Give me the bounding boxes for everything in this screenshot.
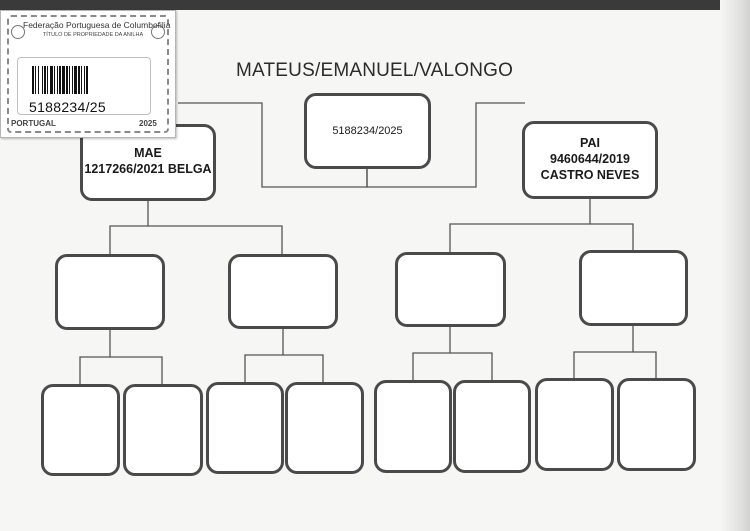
subject-box [304, 93, 431, 169]
ring-number: 5188234/25 [29, 99, 106, 115]
barcode-panel [17, 57, 151, 115]
mother-ring: 1217266/2021 BELGA [84, 162, 212, 176]
mother-label: MAE [134, 146, 162, 160]
scan-edge-right [720, 0, 750, 531]
great-grandparent-box [206, 382, 284, 474]
federation-name: Federação Portuguesa de Columbofilia [23, 20, 171, 30]
pigeon-emblem-icon [11, 25, 25, 39]
great-grandparent-box [285, 382, 364, 474]
father-box [522, 121, 658, 199]
great-grandparent-box [535, 378, 614, 471]
great-grandparent-box [453, 380, 531, 473]
grandparent-box [228, 254, 338, 329]
subject-ring-number: 5188234/2025 [332, 125, 403, 137]
great-grandparent-box [41, 384, 120, 476]
ring-ownership-label: Federação Portuguesa de Columbofilia TÍT… [0, 10, 176, 138]
great-grandparent-box [617, 378, 696, 471]
grandparent-box [395, 252, 506, 327]
label-year: 2025 [139, 119, 157, 128]
label-subtitle: TÍTULO DE PROPRIEDADE DA ANILHA [42, 32, 144, 38]
great-grandparent-box [123, 384, 203, 476]
father-label: PAI [580, 136, 600, 150]
label-frame [7, 15, 169, 133]
pigeon-name-title: MATEUS/EMANUEL/VALONGO [236, 60, 514, 81]
scan-edge-top [0, 0, 750, 10]
grandparent-box [579, 250, 688, 326]
label-country: PORTUGAL [11, 119, 56, 128]
federation-emblem-icon [151, 25, 165, 39]
father-breeder: CASTRO NEVES [540, 168, 640, 182]
grandparent-box [55, 254, 165, 330]
barcode [32, 66, 88, 94]
great-grandparent-box [374, 380, 452, 473]
father-ring: 9460644/2019 [550, 152, 630, 166]
